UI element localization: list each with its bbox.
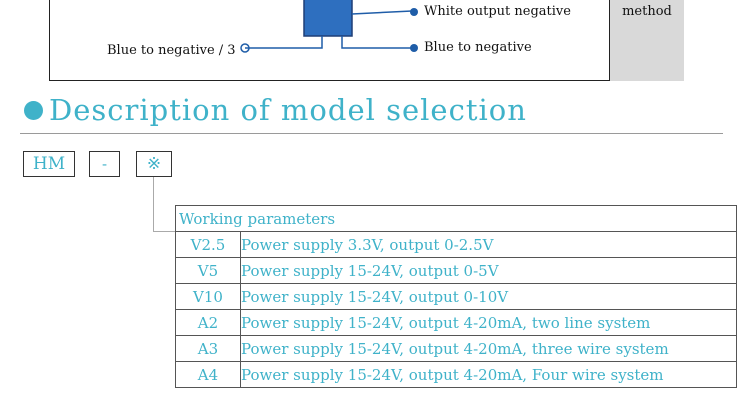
wire-label-blue-negative-right: Blue to negative — [424, 40, 532, 55]
row-description: Power supply 3.3V, output 0-2.5V — [240, 231, 737, 258]
connector-line-vertical — [153, 177, 154, 232]
method-cell: method — [609, 0, 684, 81]
table-row: A3 Power supply 15-24V, output 4-20mA, t… — [175, 335, 737, 362]
table-header-row: Working parameters — [175, 205, 737, 232]
wiring-diagram: White output negative Blue to negative B… — [49, 0, 684, 81]
row-description: Power supply 15-24V, output 0-10V — [240, 283, 737, 310]
wire-label-white-output-negative: White output negative — [424, 4, 571, 19]
wiring-lines — [240, 0, 418, 53]
table-row: V10 Power supply 15-24V, output 0-10V — [175, 283, 737, 310]
section-title: Description of model selection — [24, 90, 527, 130]
table-header: Working parameters — [175, 205, 737, 232]
model-prefix-box: HM — [23, 151, 75, 177]
section-divider — [20, 133, 723, 134]
row-code: A3 — [175, 335, 241, 362]
row-description: Power supply 15-24V, output 4-20mA, Four… — [240, 361, 737, 388]
row-description: Power supply 15-24V, output 0-5V — [240, 257, 737, 284]
row-code: A4 — [175, 361, 241, 388]
row-code: V2.5 — [175, 231, 241, 258]
method-label: method — [622, 4, 672, 19]
bullet-circle-icon — [24, 100, 43, 120]
table-row: A4 Power supply 15-24V, output 4-20mA, F… — [175, 361, 737, 388]
table-row: V5 Power supply 15-24V, output 0-5V — [175, 257, 737, 284]
connector-line-horizontal — [153, 231, 175, 232]
table-row: V2.5 Power supply 3.3V, output 0-2.5V — [175, 231, 737, 258]
wire-label-blue-negative-left: Blue to negative / 3 — [107, 43, 236, 58]
working-parameters-table: Working parameters V2.5 Power supply 3.3… — [175, 205, 737, 388]
row-code: V10 — [175, 283, 241, 310]
section-title-text: Description of model selection — [49, 93, 527, 127]
row-code: A2 — [175, 309, 241, 336]
model-placeholder-box: ※ — [136, 151, 172, 177]
row-code: V5 — [175, 257, 241, 284]
row-description: Power supply 15-24V, output 4-20mA, two … — [240, 309, 737, 336]
table-row: A2 Power supply 15-24V, output 4-20mA, t… — [175, 309, 737, 336]
row-description: Power supply 15-24V, output 4-20mA, thre… — [240, 335, 737, 362]
model-separator-box: - — [89, 151, 120, 177]
